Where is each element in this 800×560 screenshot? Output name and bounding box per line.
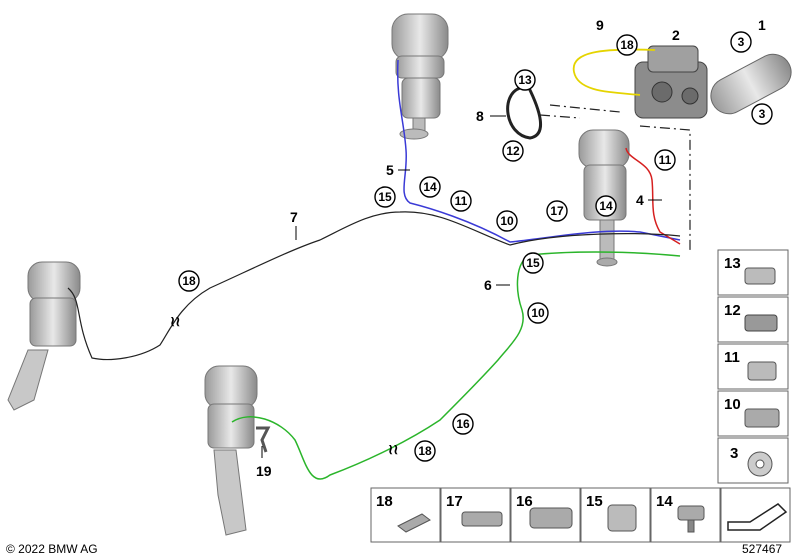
svg-text:12: 12	[506, 144, 520, 158]
svg-text:14: 14	[599, 199, 613, 213]
bracket-19	[256, 426, 271, 453]
air-strut-rear-left	[204, 365, 258, 536]
svg-text:11: 11	[724, 349, 740, 366]
side-panel-10: 10	[717, 390, 789, 437]
bottom-panel-16: 16	[510, 487, 581, 543]
svg-text:14: 14	[656, 493, 673, 510]
side-panel-3: 3	[717, 437, 789, 484]
svg-text:15: 15	[378, 190, 392, 204]
svg-text:16: 16	[516, 493, 533, 510]
air-strut-rear-right	[578, 129, 630, 267]
callout-10-middle: 10	[527, 302, 549, 324]
callout-15-top: 15	[374, 186, 396, 208]
line-5-blue	[396, 59, 681, 243]
break-mark: ≀≀	[388, 441, 399, 457]
svg-text:10: 10	[724, 396, 741, 413]
svg-text:17: 17	[550, 204, 564, 218]
label-2: 2	[672, 27, 680, 43]
callout-13: 13	[514, 69, 536, 91]
bottom-panel-14: 14	[650, 487, 721, 543]
svg-text:18: 18	[620, 38, 634, 52]
svg-text:11: 11	[455, 194, 468, 208]
svg-text:13: 13	[724, 255, 741, 272]
callout-3-top: 3	[730, 31, 752, 53]
svg-text:16: 16	[456, 417, 470, 431]
callout-3-bottom: 3	[751, 103, 773, 125]
svg-text:3: 3	[738, 35, 745, 49]
copyright-text: © 2022 BMW AG	[6, 542, 98, 556]
svg-text:17: 17	[446, 493, 463, 510]
svg-text:15: 15	[586, 493, 603, 510]
svg-text:18: 18	[376, 493, 393, 510]
side-panel-11: 11	[717, 343, 789, 390]
line-9-yellow	[572, 48, 656, 96]
callout-15-middle: 15	[522, 252, 544, 274]
label-4: 4	[636, 192, 644, 208]
bottom-panel-17: 17	[440, 487, 511, 543]
side-panel-12: 12	[717, 296, 789, 343]
line-4-red	[625, 147, 681, 245]
label-9: 9	[596, 17, 604, 33]
callout-14-left: 14	[419, 176, 441, 198]
line-6-green	[231, 251, 681, 480]
svg-text:15: 15	[526, 256, 540, 270]
air-strut-front-left	[7, 261, 81, 411]
callout-16: 16	[452, 413, 474, 435]
compressor-unit	[634, 45, 708, 119]
line-7-black	[67, 211, 681, 361]
label-19: 19	[256, 463, 272, 479]
hose-8	[506, 85, 543, 140]
direction-arrow-icon	[720, 487, 791, 543]
bottom-panel-15: 15	[580, 487, 651, 543]
svg-text:3: 3	[730, 445, 738, 462]
svg-text:3: 3	[759, 107, 766, 121]
callout-18-left: 18	[178, 270, 200, 292]
callout-11-middle: 11	[450, 190, 472, 212]
label-7: 7	[290, 209, 298, 225]
label-6: 6	[484, 277, 492, 293]
svg-text:18: 18	[182, 274, 196, 288]
callout-14-right: 14	[595, 195, 617, 217]
break-mark: ≀≀	[170, 313, 181, 329]
callout-17: 17	[546, 200, 568, 222]
callout-11-right: 11	[654, 149, 676, 171]
image-number: 527467	[742, 542, 782, 556]
air-strut-front-right	[391, 13, 449, 140]
svg-text:10: 10	[531, 306, 545, 320]
callout-12: 12	[502, 140, 524, 162]
callout-18-bottom: 18	[414, 440, 436, 462]
dashed-connector-lines	[539, 104, 691, 250]
svg-text:13: 13	[518, 73, 532, 87]
callout-18-top: 18	[616, 34, 638, 56]
svg-text:14: 14	[423, 180, 437, 194]
label-1: 1	[758, 17, 766, 33]
svg-text:12: 12	[724, 302, 741, 319]
svg-text:11: 11	[659, 153, 672, 167]
pressure-reservoir	[710, 53, 792, 115]
callout-10-top: 10	[496, 210, 518, 232]
bottom-panel-18: 18	[370, 487, 441, 543]
side-panel-13: 13	[717, 249, 789, 296]
label-5: 5	[386, 162, 394, 178]
svg-text:18: 18	[418, 444, 432, 458]
label-8: 8	[476, 108, 484, 124]
svg-text:10: 10	[500, 214, 514, 228]
